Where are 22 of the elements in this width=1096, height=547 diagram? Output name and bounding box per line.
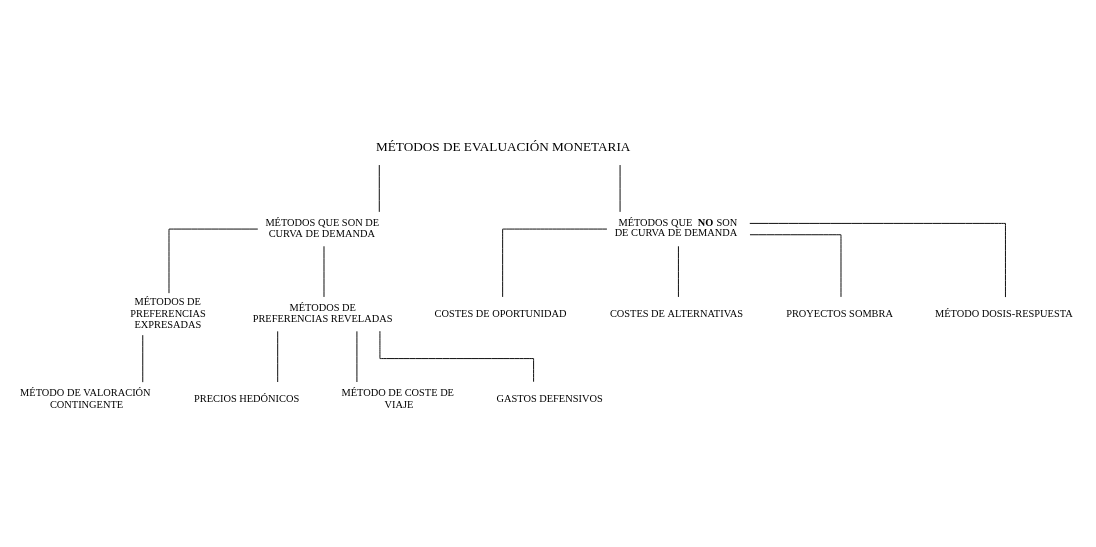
node-text: COSTES DE OPORTUNIDAD [434, 307, 567, 319]
connector [168, 228, 259, 294]
node-text: MÉTODOS DE PREFERENCIAS EXPRESADAS [130, 296, 206, 331]
node-text: GASTOS DEFENSIVOS [496, 392, 603, 404]
connector [749, 234, 842, 298]
node-text: MÉTODO DOSIS-RESPUESTA [935, 307, 1073, 319]
node-text: MÉTODOS QUE NO SON DE CURVA DE DEMANDA [614, 217, 738, 239]
connector [677, 245, 679, 298]
node-text: MÉTODO DE COSTE DE VIAJE [341, 387, 454, 410]
node-text: PRECIOS HEDÓNICOS [194, 392, 300, 404]
connector [749, 222, 1006, 298]
node-text: PROYECTOS SOMBRA [786, 307, 893, 319]
connector [502, 228, 608, 298]
node-text: MÉTODO DE VALORACIÓN CONTINGENTE [20, 387, 151, 410]
node-text: MÉTODOS QUE SON DE CURVA DE DEMANDA [265, 217, 380, 240]
connector [277, 330, 279, 383]
connector [379, 330, 535, 383]
connector [142, 334, 144, 383]
connector [378, 164, 380, 213]
node-text: MÉTODOS DE EVALUACIÓN MONETARIA [375, 139, 631, 155]
node-text: COSTES DE ALTERNATIVAS [609, 307, 744, 319]
node-text: MÉTODOS DE PREFERENCIAS REVELADAS [252, 302, 393, 325]
